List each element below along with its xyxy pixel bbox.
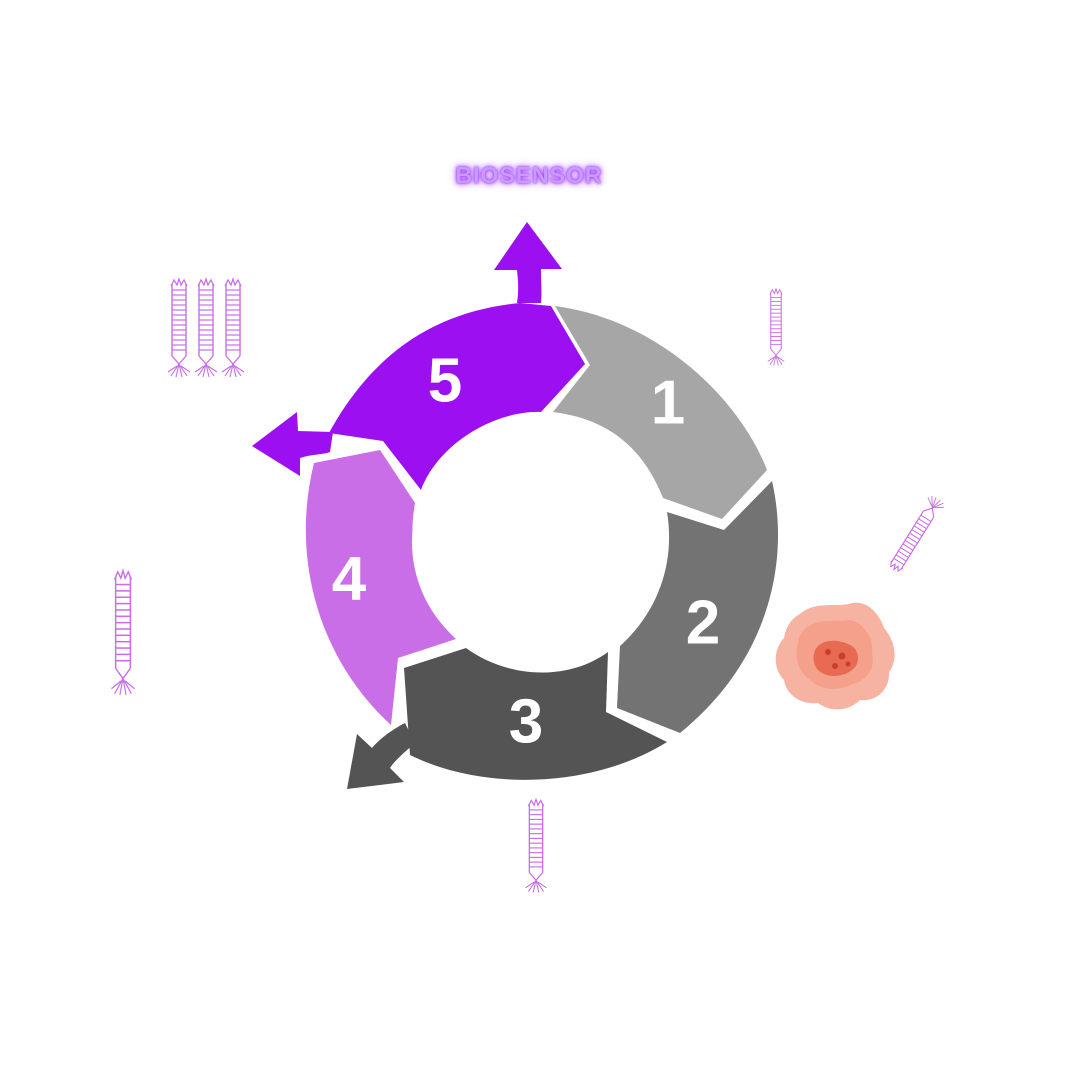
ring-segment-3 xyxy=(404,648,667,780)
ring-segment-1 xyxy=(553,306,767,519)
phage-icon xyxy=(167,278,191,378)
step-4-label: 4 xyxy=(332,545,367,614)
step-1-label: 1 xyxy=(651,369,685,438)
phage-icon xyxy=(110,569,136,696)
phage-icon xyxy=(767,288,785,366)
step-2-label: 2 xyxy=(686,589,720,658)
ring-segment-2 xyxy=(617,481,779,733)
step-5-label: 5 xyxy=(428,347,462,416)
ring-segment-4 xyxy=(305,450,456,725)
arrow-up-icon xyxy=(494,222,562,303)
phage-icon xyxy=(194,278,218,378)
step-3-label: 3 xyxy=(509,688,543,757)
phage-icon xyxy=(221,278,245,378)
arrow-down-left-icon xyxy=(347,723,415,789)
phage-icon xyxy=(524,798,548,894)
cancer-cell-icon xyxy=(775,602,895,710)
phage-icon xyxy=(885,493,947,576)
ring-segment-5 xyxy=(329,303,585,490)
biosensor-label: BIOSENSOR xyxy=(455,162,603,188)
arrow-left-icon xyxy=(252,412,333,476)
ring-center xyxy=(412,414,668,670)
